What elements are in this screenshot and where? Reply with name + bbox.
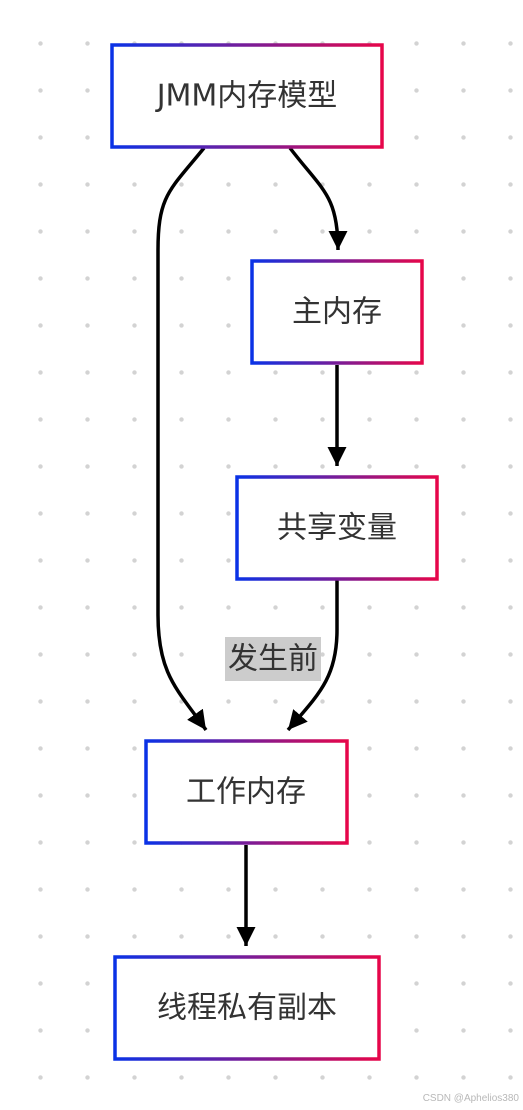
node-working-memory[interactable]: 工作内存	[144, 739, 349, 845]
node-jmm-memory-model[interactable]: JMM内存模型	[110, 43, 384, 149]
watermark: CSDN @Aphelios380	[422, 1093, 519, 1104]
node-label: 共享变量	[277, 511, 397, 546]
edge-shared-vars-to-working-memory	[286, 580, 339, 732]
node-box	[113, 955, 381, 1061]
edge-label-happens-before: 发生前	[225, 637, 321, 681]
node-box	[110, 43, 384, 149]
node-box	[235, 475, 439, 581]
edge-jmm-to-working-memory	[156, 146, 208, 732]
node-label: 线程私有副本	[157, 991, 337, 1026]
node-box	[250, 259, 424, 365]
node-main-memory[interactable]: 主内存	[250, 259, 424, 365]
node-thread-private-copy[interactable]: 线程私有副本	[113, 955, 381, 1061]
edge-jmm-to-main-memory	[288, 146, 348, 251]
node-shared-variables[interactable]: 共享变量	[235, 475, 439, 581]
node-box	[144, 739, 349, 845]
node-label: 主内存	[292, 295, 382, 330]
edge-label-background	[225, 637, 321, 681]
node-label: 工作内存	[186, 775, 306, 810]
edges	[156, 146, 348, 946]
node-label: JMM内存模型	[155, 79, 338, 114]
edge-label-text: 发生前	[228, 642, 318, 677]
